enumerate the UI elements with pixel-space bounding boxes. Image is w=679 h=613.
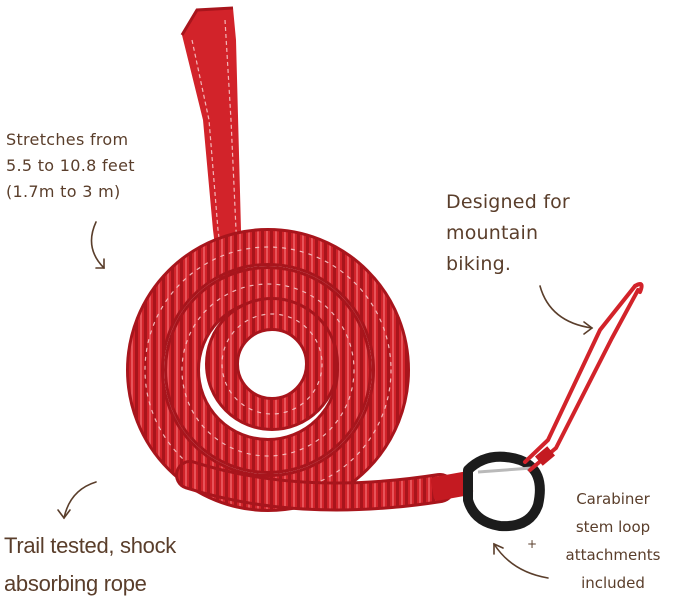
caption-line: Carabiner — [576, 490, 650, 508]
caption-line: Trail tested, shock — [4, 533, 176, 558]
caption-trail: Trail tested, shock absorbing rope — [4, 527, 176, 603]
caption-line: absorbing rope — [4, 571, 147, 596]
caption-line: 5.5 to 10.8 feet — [6, 156, 135, 175]
carabiner-icon — [463, 451, 545, 532]
arrow-icon — [57, 481, 97, 520]
caption-line: biking. — [446, 253, 512, 275]
strap-loop — [180, 6, 249, 302]
caption-line: Designed for — [446, 191, 570, 213]
caption-carabiner: Carabiner stem loop attachments included — [553, 485, 673, 597]
caption-stretch: Stretches from 5.5 to 10.8 feet (1.7m to… — [6, 127, 135, 205]
caption-line: stem loop — [575, 518, 651, 536]
caption-line: mountain — [446, 222, 539, 244]
caption-line: included — [581, 574, 645, 592]
caption-line: attachments — [565, 546, 661, 564]
plus-mark: + — [527, 537, 537, 551]
bungee-rope-image — [126, 228, 455, 512]
stem-loop-cord — [523, 282, 644, 472]
arrow-icon — [493, 542, 549, 579]
caption-designed: Designed for mountain biking. — [446, 187, 570, 280]
arrow-icon — [539, 285, 594, 335]
arrow-icon — [90, 221, 105, 269]
caption-line: (1.7m to 3 m) — [6, 182, 121, 201]
caption-line: Stretches from — [6, 130, 129, 149]
